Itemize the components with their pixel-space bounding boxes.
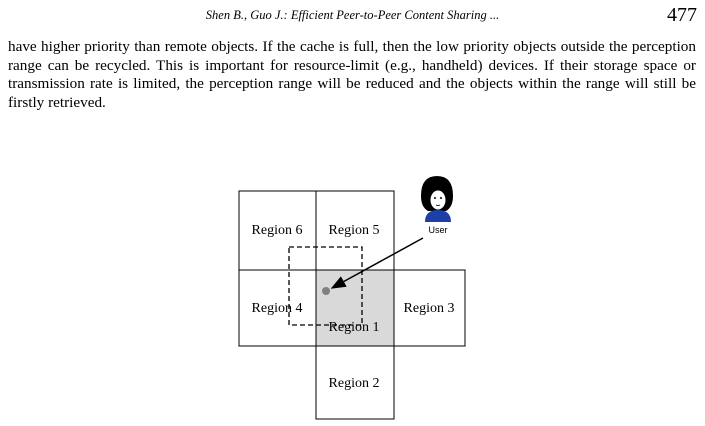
region-2-label: Region 2	[329, 376, 380, 391]
user-arrow	[330, 237, 424, 289]
region-3-cell	[393, 269, 466, 347]
region-1-label: Region 1	[329, 320, 380, 335]
user-label: User	[428, 225, 447, 235]
region-4-cell	[238, 269, 317, 347]
region-5-label: Region 5	[329, 223, 380, 238]
region-5-cell	[315, 190, 395, 271]
region-4-label: Region 4	[252, 301, 303, 316]
user-location-dot	[322, 287, 330, 295]
region-3-label: Region 3	[404, 301, 455, 316]
body-paragraph: have higher priority than remote objects…	[8, 38, 696, 111]
page-number: 477	[667, 4, 697, 26]
user-icon	[421, 176, 453, 222]
running-title: Shen B., Guo J.: Efficient Peer-to-Peer …	[205, 8, 500, 22]
region-6-label: Region 6	[252, 223, 303, 238]
region-1-cell	[315, 269, 395, 347]
perception-range	[288, 246, 363, 326]
region-2-cell	[315, 345, 395, 420]
